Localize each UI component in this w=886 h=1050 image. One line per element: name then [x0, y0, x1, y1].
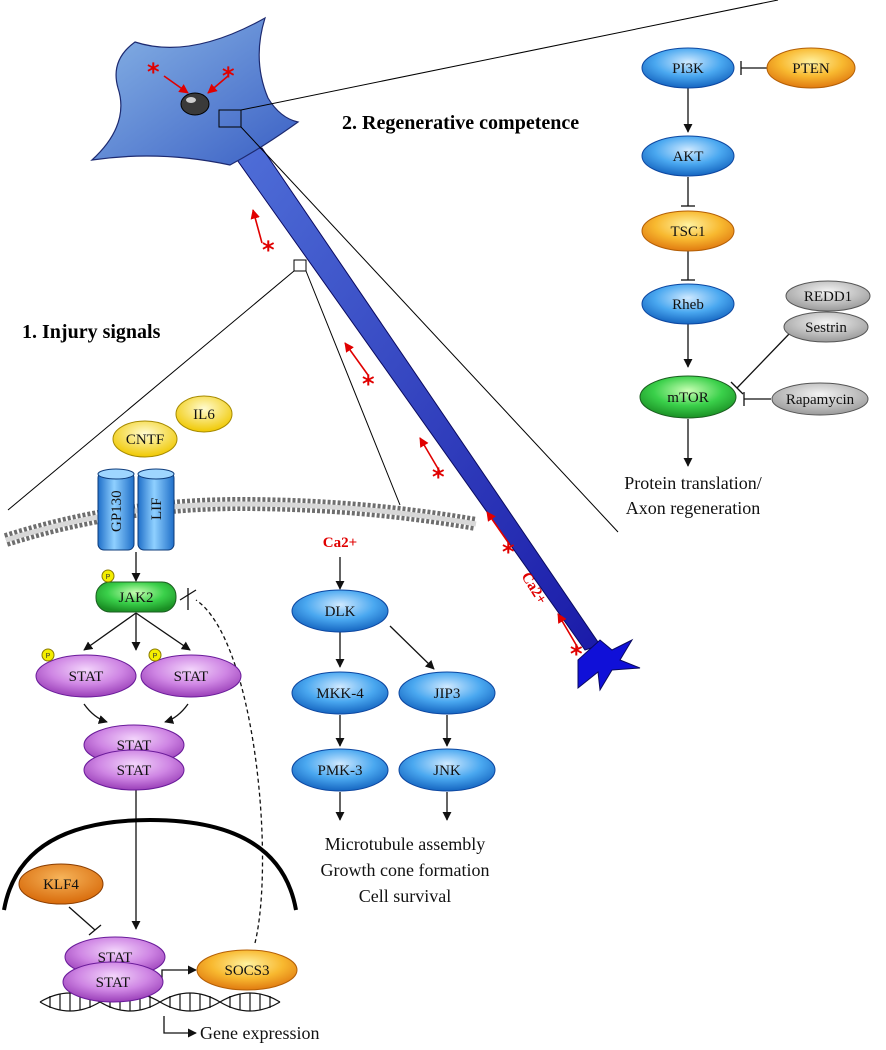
stat-left-label: STAT — [69, 669, 104, 685]
klf4-node — [18, 863, 104, 905]
cntf-node — [112, 420, 178, 458]
pten-label: PTEN — [792, 61, 830, 77]
akt-label: AKT — [673, 149, 704, 165]
socs3-node — [196, 949, 298, 991]
svg-text:*: * — [147, 58, 160, 86]
neuron-cell-body — [90, 16, 300, 166]
tsc1-label: TSC1 — [670, 224, 705, 240]
sestrin-label: Sestrin — [805, 320, 847, 336]
nucleus — [180, 92, 210, 116]
growth-cone — [577, 638, 641, 692]
neuron — [90, 16, 641, 692]
regen-output-line1: Protein translation/ — [624, 473, 761, 493]
axon-zoom-box — [293, 259, 307, 272]
stat-right-label: STAT — [174, 669, 209, 685]
nuclear-envelope — [2, 817, 298, 911]
redd1-node — [785, 280, 871, 312]
dlk-output-line2: Growth cone formation — [321, 860, 490, 880]
gp130-label: GP130 — [109, 490, 125, 532]
jak2-phospho — [101, 569, 115, 583]
cntf-label: CNTF — [126, 432, 164, 448]
dlk-output-line1: Microtubule assembly — [325, 834, 485, 854]
regen-output-line2: Axon regeneration — [626, 498, 760, 518]
injury-markers — [163, 75, 579, 649]
pi3k-node — [641, 47, 735, 89]
mtor-label: mTOR — [667, 390, 708, 406]
pi3k-label: PI3K — [672, 61, 704, 77]
stat-nuclear-bottom-label: STAT — [96, 975, 131, 991]
svg-text:*: * — [570, 640, 583, 668]
stat-nuclear-bottom — [62, 961, 164, 1003]
redd1-label: REDD1 — [804, 289, 852, 305]
lif-label: LIF — [149, 498, 165, 521]
pten-node — [766, 47, 856, 89]
injury-pathway: IL6 CNTF GP130 LIF JAK2 P — [2, 395, 319, 1043]
zoom-lines — [7, 0, 779, 533]
mtor-node — [639, 375, 737, 419]
jip3-label: JIP3 — [434, 686, 461, 702]
stat-left-phospho — [41, 648, 55, 662]
tsc1-node — [641, 210, 735, 252]
soma-zoom-box — [218, 109, 242, 128]
jip3-node — [398, 671, 496, 715]
svg-text:*: * — [362, 370, 375, 398]
svg-text:P: P — [46, 653, 51, 660]
stat-right-node — [140, 654, 242, 698]
jak2-label: JAK2 — [118, 590, 153, 606]
svg-text:*: * — [262, 236, 275, 264]
gene-expression-label: Gene expression — [200, 1023, 319, 1043]
cell-membrane — [3, 496, 478, 547]
rheb-label: Rheb — [672, 297, 704, 313]
svg-text:P: P — [106, 574, 111, 581]
regen-heading: 2. Regenerative competence — [342, 112, 579, 134]
rapamycin-label: Rapamycin — [786, 392, 855, 408]
dlk-pathway: Ca2+ DLK MKK-4 JIP3 PMK-3 JNK Microtubul… — [291, 535, 496, 906]
mkk4-label: MKK-4 — [316, 686, 364, 702]
dlk-output-line3: Cell survival — [359, 886, 452, 906]
jnk-label: JNK — [433, 763, 461, 779]
akt-node — [641, 135, 735, 177]
jnk-node — [398, 748, 496, 792]
rapamycin-node — [771, 382, 869, 416]
socs3-label: SOCS3 — [224, 963, 269, 979]
stat-left-node — [35, 654, 137, 698]
membrane-calcium-label: Ca2+ — [323, 535, 357, 551]
il6-node — [175, 395, 233, 433]
regen-pathway: PI3K PTEN AKT TSC1 Rheb REDD1 Sestrin mT… — [624, 47, 871, 518]
jak2-node — [95, 581, 177, 613]
svg-text:*: * — [222, 62, 235, 90]
asterisk-markers: * * * * * * * — [147, 58, 583, 668]
dlk-node — [291, 589, 389, 633]
svg-text:*: * — [432, 463, 445, 491]
stat-dimer-bottom-label: STAT — [117, 763, 152, 779]
svg-text:*: * — [502, 538, 515, 566]
pmk3-node — [291, 748, 389, 792]
klf4-label: KLF4 — [43, 877, 79, 893]
dlk-label: DLK — [325, 604, 356, 620]
rheb-node — [641, 283, 735, 325]
pmk3-label: PMK-3 — [317, 763, 362, 779]
mkk4-node — [291, 671, 389, 715]
axon-shaft — [229, 147, 601, 651]
svg-text:P: P — [153, 653, 158, 660]
stat-dimer-bottom — [83, 749, 185, 791]
injury-heading: 1. Injury signals — [22, 321, 161, 343]
stat-right-phospho — [148, 648, 162, 662]
il6-label: IL6 — [193, 407, 215, 423]
sestrin-node — [783, 311, 869, 343]
